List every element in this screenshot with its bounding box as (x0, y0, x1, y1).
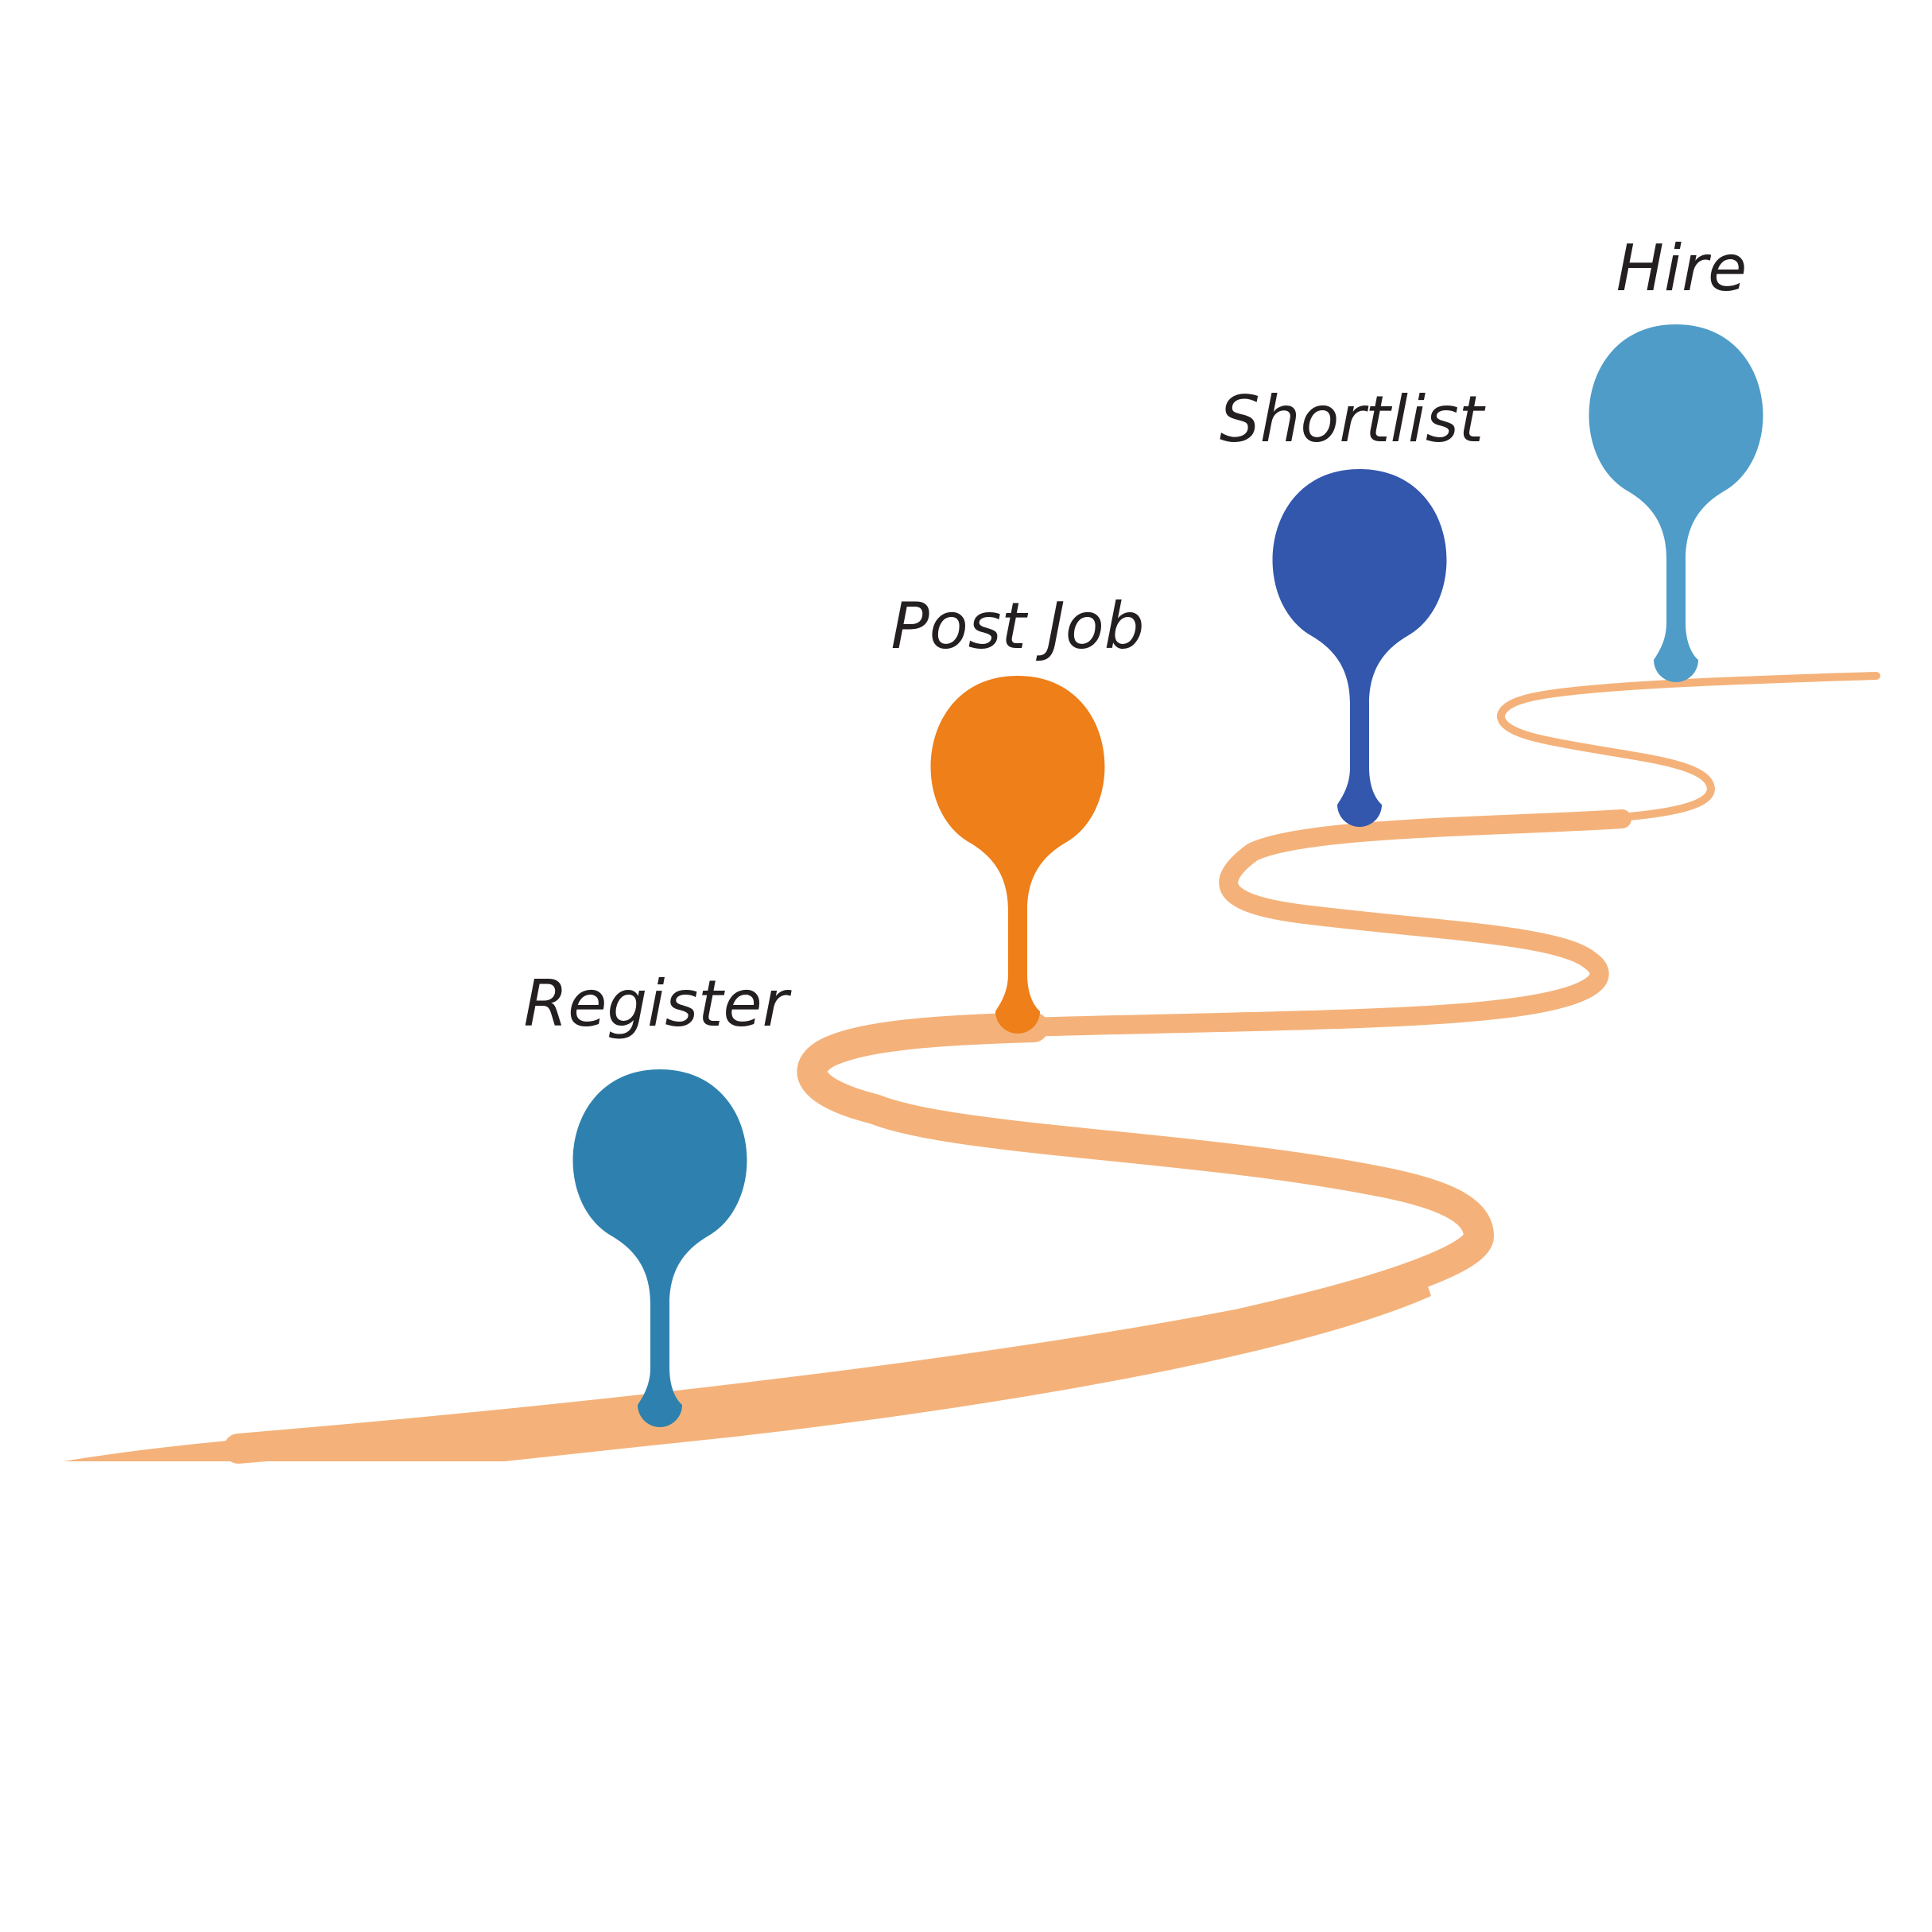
step-label-post-job: Post Job (891, 589, 1145, 663)
road-segment-2 (992, 809, 1631, 1038)
pin-shape (1272, 469, 1447, 827)
pin-shape (1589, 324, 1763, 682)
step-label-register: Register (524, 967, 793, 1041)
step-label-shortlist: Shortlist (1220, 382, 1486, 456)
pin-shape (930, 676, 1105, 1034)
road-segment-3 (1497, 672, 1880, 824)
step-label-hire: Hire (1616, 231, 1748, 305)
road-start-wedge (64, 1272, 1431, 1461)
winding-road (64, 672, 1880, 1464)
step-pin-post-job (930, 676, 1105, 1034)
step-labels: Register Post Job Shortlist Hire (524, 231, 1748, 1041)
step-pin-hire (1589, 324, 1763, 682)
step-pins (572, 324, 1763, 1427)
pin-shape (572, 1069, 747, 1427)
road-segment-1 (223, 1012, 1494, 1464)
step-pin-shortlist (1272, 469, 1447, 827)
step-pin-register (572, 1069, 747, 1427)
